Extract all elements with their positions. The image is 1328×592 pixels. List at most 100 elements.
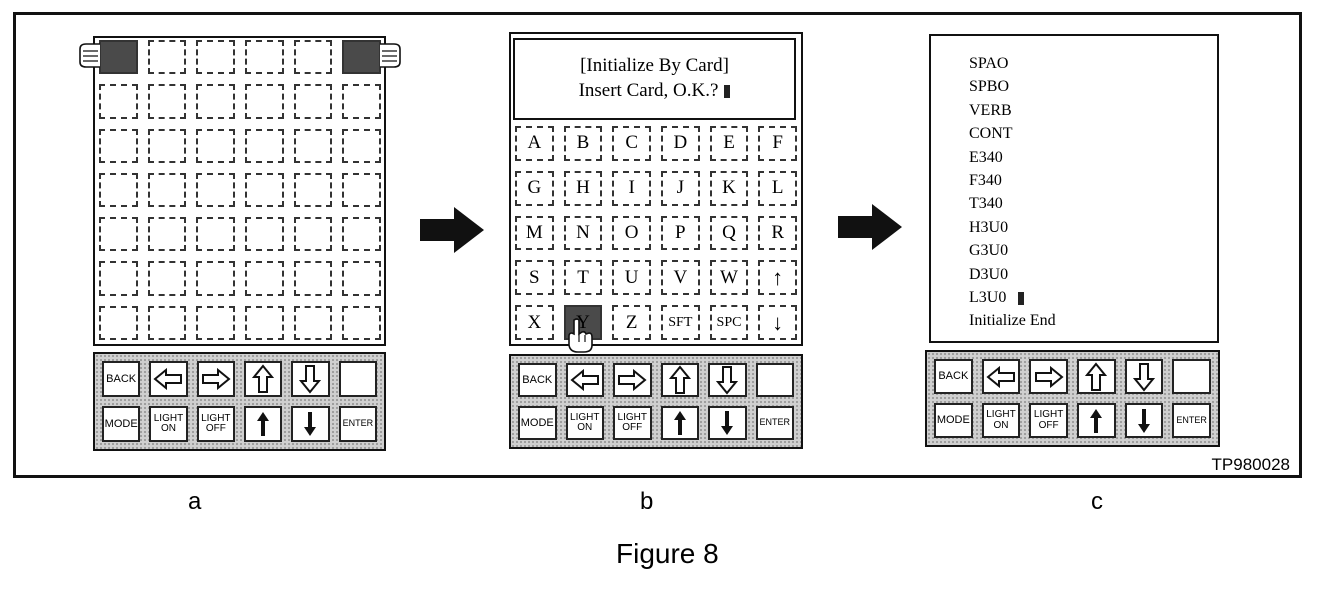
letter-key[interactable]: T [563, 260, 603, 296]
grid-cell[interactable] [99, 217, 138, 252]
grid-cell[interactable] [196, 305, 235, 340]
grid-cell[interactable] [293, 84, 333, 119]
letter-key[interactable]: B [563, 126, 603, 161]
scroll-up-button[interactable] [1077, 403, 1116, 438]
grid-cell[interactable] [147, 261, 187, 296]
letter-key[interactable]: H [563, 170, 603, 206]
right-arrow-button[interactable] [613, 363, 652, 397]
grid-cell[interactable] [342, 84, 381, 119]
grid-cell[interactable] [99, 305, 138, 340]
grid-cell[interactable] [293, 128, 333, 163]
grid-cell[interactable] [342, 261, 381, 296]
grid-cell[interactable] [99, 84, 138, 119]
enter-button[interactable]: ENTER [338, 406, 377, 442]
letter-key[interactable]: C [612, 126, 651, 161]
grid-cell[interactable] [293, 305, 333, 340]
grid-cell[interactable] [245, 305, 284, 340]
letter-key[interactable]: W [709, 260, 749, 296]
grid-cell[interactable] [147, 84, 187, 119]
light-on-button[interactable]: LIGHT ON [981, 403, 1021, 438]
back-button[interactable]: BACK [518, 363, 557, 397]
letter-key[interactable]: Q [709, 215, 749, 251]
grid-cell[interactable] [245, 128, 284, 163]
down-arrow-button[interactable] [1124, 359, 1164, 394]
back-button[interactable]: BACK [102, 361, 141, 397]
grid-cell[interactable] [342, 217, 381, 252]
grid-cell[interactable] [342, 172, 381, 208]
scroll-up-button[interactable] [243, 406, 283, 442]
letter-key[interactable]: O [612, 215, 651, 251]
letter-key[interactable]: E [709, 126, 749, 161]
letter-key[interactable]: ↑ [758, 260, 797, 296]
up-arrow-button[interactable] [1077, 359, 1116, 394]
scroll-down-button[interactable] [1124, 403, 1164, 438]
grid-cell[interactable] [196, 172, 235, 208]
light-off-button[interactable]: LIGHT OFF [613, 406, 652, 440]
grid-cell[interactable] [99, 172, 138, 208]
corner-cell-top-right[interactable] [342, 40, 381, 75]
back-button[interactable]: BACK [934, 359, 973, 394]
grid-cell[interactable] [147, 172, 187, 208]
grid-cell[interactable] [342, 128, 381, 163]
light-on-button[interactable]: LIGHT ON [565, 406, 604, 440]
letter-key[interactable]: S [515, 260, 554, 296]
scroll-up-button[interactable] [660, 406, 699, 440]
letter-key[interactable]: U [612, 260, 651, 296]
light-off-button[interactable]: LIGHT OFF [196, 406, 235, 442]
scroll-down-button[interactable] [708, 406, 747, 440]
mode-button[interactable]: MODE [934, 403, 973, 438]
enter-button[interactable]: ENTER [1172, 403, 1211, 438]
mode-button[interactable]: MODE [102, 406, 141, 442]
grid-cell[interactable] [245, 84, 284, 119]
grid-cell[interactable] [245, 217, 284, 252]
letter-key[interactable]: P [661, 215, 700, 251]
up-arrow-button[interactable] [243, 361, 283, 397]
enter-button[interactable]: ENTER [755, 406, 794, 440]
light-off-button[interactable]: LIGHT OFF [1029, 403, 1068, 438]
right-arrow-button[interactable] [1029, 359, 1068, 394]
grid-cell[interactable] [245, 261, 284, 296]
letter-key[interactable]: X [515, 305, 554, 340]
corner-cell-top-left[interactable] [99, 40, 138, 75]
scroll-down-button[interactable] [291, 406, 330, 442]
grid-cell[interactable] [293, 172, 333, 208]
letter-key[interactable]: D [661, 126, 700, 161]
grid-cell[interactable] [147, 128, 187, 163]
letter-key[interactable]: G [515, 170, 554, 206]
letter-key[interactable]: K [709, 170, 749, 206]
letter-key[interactable]: I [612, 170, 651, 206]
up-arrow-button[interactable] [660, 363, 699, 397]
letter-key[interactable]: A [515, 126, 554, 161]
grid-cell[interactable] [196, 84, 235, 119]
down-arrow-button[interactable] [708, 363, 747, 397]
grid-cell[interactable] [245, 40, 284, 75]
blank-button[interactable] [1172, 359, 1211, 394]
letter-key[interactable]: L [758, 170, 797, 206]
letter-key[interactable]: SPC [709, 305, 749, 340]
light-on-button[interactable]: LIGHT ON [149, 406, 188, 442]
grid-cell[interactable] [147, 305, 187, 340]
grid-cell[interactable] [147, 217, 187, 252]
letter-key[interactable]: J [661, 170, 700, 206]
mode-button[interactable]: MODE [518, 406, 557, 440]
letter-key[interactable]: V [661, 260, 700, 296]
grid-cell[interactable] [196, 40, 235, 75]
grid-cell[interactable] [293, 261, 333, 296]
letter-key[interactable]: M [515, 215, 554, 251]
blank-button[interactable] [338, 361, 377, 397]
down-arrow-button[interactable] [291, 361, 330, 397]
letter-key[interactable]: R [758, 215, 797, 251]
letter-key[interactable]: Z [612, 305, 651, 340]
grid-cell[interactable] [196, 261, 235, 296]
right-arrow-button[interactable] [196, 361, 235, 397]
grid-cell[interactable] [293, 40, 333, 75]
letter-key[interactable]: SFT [661, 305, 700, 340]
letter-key[interactable]: F [758, 126, 797, 161]
letter-key[interactable]: N [563, 215, 603, 251]
left-arrow-button[interactable] [149, 361, 188, 397]
grid-cell[interactable] [99, 128, 138, 163]
grid-cell[interactable] [196, 128, 235, 163]
grid-cell[interactable] [342, 305, 381, 340]
letter-key[interactable]: ↓ [758, 305, 797, 340]
grid-cell[interactable] [196, 217, 235, 252]
